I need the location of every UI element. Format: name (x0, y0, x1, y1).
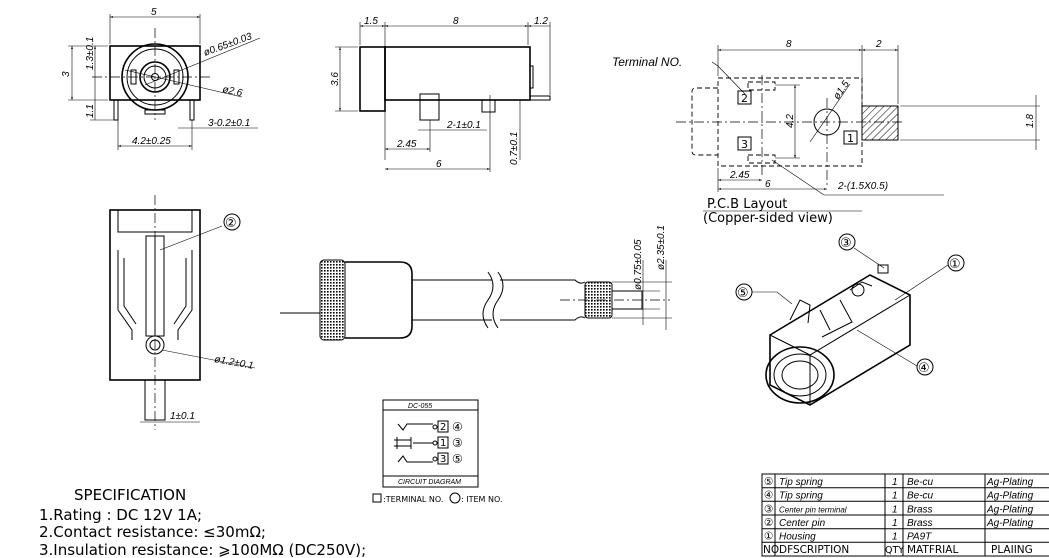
dim-hole-dia: ø2.6 (221, 84, 243, 99)
callout-1: ① (949, 257, 961, 272)
dim-pad: 2-(1.5X0.5) (837, 181, 888, 192)
cell-qty: 1 (892, 532, 898, 543)
dim-pos2: 6 (765, 179, 771, 190)
specification: SPECIFICATION 1.Rating : DC 12V 1A; 2.Co… (39, 486, 366, 558)
dim-length: 8 (786, 39, 792, 50)
dim-height: 3 (61, 71, 72, 77)
circuit-item-3: ③ (452, 436, 463, 450)
legend-terminal: :TERMINAL NO. (383, 495, 443, 504)
legend-item: : ITEM NO. (461, 495, 502, 504)
cell-plating: Ag-Plating (986, 518, 1034, 529)
header-qty: QTY (885, 545, 904, 556)
callout-4: ④ (918, 361, 930, 376)
cell-mat: PA9T (907, 532, 932, 543)
terminal-2: 2 (741, 92, 748, 105)
dim-cap: 1.5 (364, 16, 378, 27)
spec-title: SPECIFICATION (74, 486, 186, 504)
cell-plating: Ag-Plating (986, 504, 1034, 515)
terminal-1: 1 (847, 132, 854, 145)
cell-qty: 1 (892, 477, 898, 488)
dim-pin-pos: 2.45 (396, 139, 417, 150)
callout-5: ⑤ (737, 286, 749, 301)
plug-view: ø0.75±0.05 ø2.35±0.1 (280, 225, 672, 341)
dim-hatch-height: 1.8 (1025, 114, 1036, 128)
pcb-subtitle: (Copper-sided view) (703, 211, 833, 226)
circuit-caption: CIRCUIT DIAGRAM (398, 479, 461, 486)
dim-pin-width: 2-1±0.1 (446, 120, 481, 131)
circuit-item-4: ④ (452, 420, 463, 434)
bottom-view: ② ø1.2±0.1 1±0.1 (109, 195, 256, 430)
dim-height: 3.6 (330, 72, 341, 86)
callout-3: ③ (840, 236, 852, 251)
table-row: ③ Center pin terminal 1 Brass Ag-Plating (764, 503, 1034, 515)
table-row: ④ Tip spring 1 Be-cu Ag-Plating (764, 490, 1034, 502)
cell-no: ② (764, 517, 773, 529)
dim-pos1: 2.45 (729, 170, 750, 181)
circuit-terminal-3: 3 (440, 454, 446, 465)
cell-mat: Be-cu (907, 477, 934, 488)
cell-desc: Housing (779, 532, 816, 543)
dim-pin-pitch: 4.2±0.25 (132, 136, 171, 147)
cell-plating: Ag-Plating (986, 477, 1034, 488)
header-plating: PLAIING (991, 544, 1033, 556)
pcb-layout: ø1.5 2 3 1 Terminal NO. 8 2 4.2 1.8 2.45… (612, 39, 1040, 226)
cell-mat: Brass (907, 504, 933, 515)
dim-pin-span: 6 (436, 159, 442, 170)
circuit-terminal-2: 2 (440, 422, 446, 433)
dim-width: 5 (151, 7, 157, 18)
dim-pin-height: 0.7±0.1 (509, 132, 520, 165)
dim-pin-dia: ø0.65±0.03 (202, 31, 254, 59)
dim-pin-length: 1.1 (85, 104, 96, 118)
circuit-item-5: ⑤ (452, 452, 463, 466)
spec-line: 1.Rating : DC 12V 1A; (39, 506, 202, 524)
circuit-title: DC-055 (408, 403, 432, 410)
cell-desc: Center pin terminal (779, 505, 847, 514)
circuit-terminal-1: 1 (440, 438, 446, 449)
cell-mat: Brass (907, 518, 933, 529)
cell-desc: Tip spring (779, 477, 823, 488)
dim-tip-dia: ø0.75±0.05 (633, 239, 644, 290)
side-view: 1.5 8 1.2 3.6 2-1±0.1 2.45 6 0.7±0.1 (330, 16, 551, 172)
table-row: ⑤ Tip spring 1 Be-cu Ag-Plating (764, 476, 1034, 488)
dim-pin-width: 3-0.2±0.1 (208, 118, 250, 129)
header-description: DFSCRIPTION (779, 544, 849, 556)
spec-line: 2.Contact resistance: ≤30mΩ; (39, 523, 266, 541)
cell-no: ① (764, 531, 773, 543)
dim-pin: 1±0.1 (170, 411, 195, 422)
pcb-title: P.C.B Layout (707, 197, 787, 212)
cell-qty: 1 (892, 491, 898, 502)
front-view: 5 3 1.3±0.1 1.1 ø0.65±0.03 ø2.6 4.2±0.25… (61, 7, 261, 150)
cell-qty: 1 (892, 504, 898, 515)
bom-header-row: NO. DFSCRIPTION QTY MATFRIAL PLAIING (763, 544, 1033, 556)
cell-plating: Ag-Plating (986, 491, 1034, 502)
dim-length: 8 (453, 16, 459, 27)
terminal-no-label: Terminal NO. (612, 55, 682, 69)
spec-line: 3.Insulation resistance: ⩾100MΩ (DC250V)… (39, 541, 366, 558)
table-row: ② Center pin 1 Brass Ag-Plating (764, 517, 1034, 529)
cell-mat: Be-cu (907, 491, 934, 502)
table-row: ① Housing 1 PA9T (764, 531, 932, 543)
cell-no: ③ (764, 503, 773, 515)
cell-desc: Center pin (779, 518, 826, 529)
dim-rear: 1.2 (534, 16, 548, 27)
dim-rear: 2 (875, 39, 882, 50)
callout-2: ② (225, 216, 237, 231)
dim-hole: ø1.2±0.1 (213, 354, 254, 372)
dim-hole: ø1.5 (831, 79, 852, 102)
dim-pitch: 4.2 (785, 114, 796, 128)
cell-desc: Tip spring (779, 491, 823, 502)
cell-no: ④ (764, 490, 773, 502)
isometric-view: ③ ① ⑤ ④ (735, 233, 965, 406)
header-material: MATFRIAL (907, 544, 958, 556)
circuit-diagram: DC-055 CIRCUIT DIAGRAM 2 1 3 ④ ③ ⑤ :TERM… (372, 399, 502, 504)
cell-no: ⑤ (764, 476, 773, 488)
dim-offset: 1.3±0.1 (85, 37, 96, 70)
cell-qty: 1 (892, 518, 898, 529)
terminal-3: 3 (741, 138, 748, 151)
header-no: NO. (763, 544, 782, 556)
dim-body-dia: ø2.35±0.1 (656, 225, 667, 270)
